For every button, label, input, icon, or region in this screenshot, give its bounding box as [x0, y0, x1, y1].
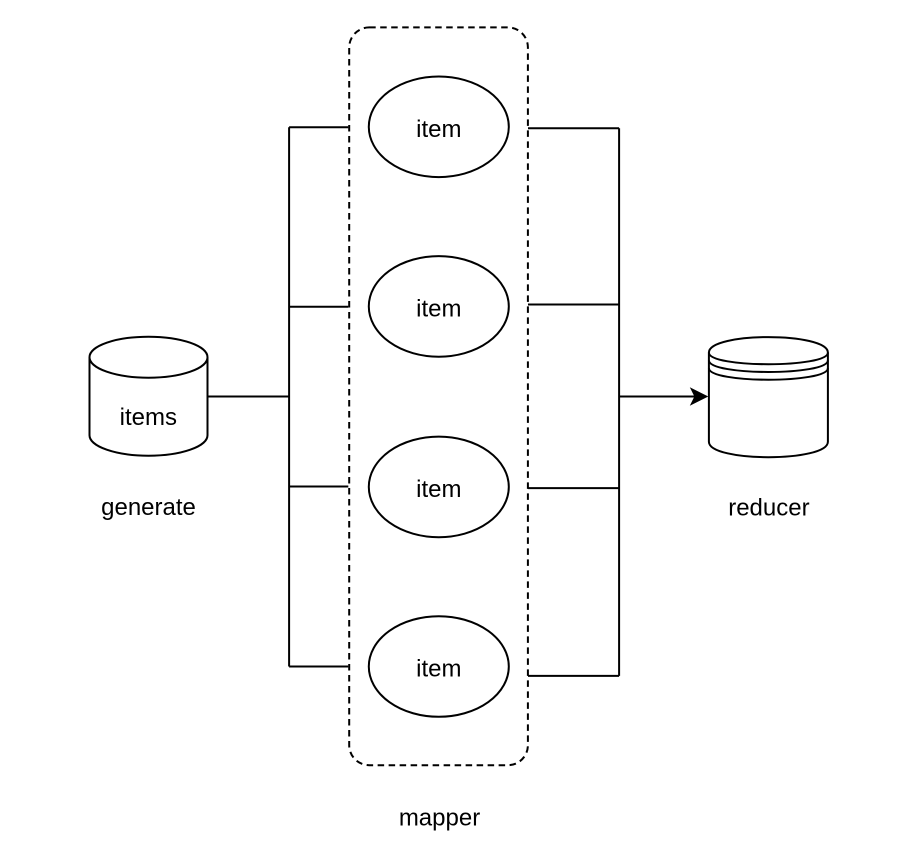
svg-text:item: item — [416, 476, 461, 503]
svg-text:mapper: mapper — [399, 805, 480, 832]
svg-text:items: items — [120, 404, 177, 431]
svg-text:reducer: reducer — [728, 494, 809, 521]
svg-text:item: item — [416, 116, 461, 143]
svg-text:item: item — [416, 295, 461, 322]
svg-text:item: item — [416, 656, 461, 683]
svg-text:generate: generate — [101, 494, 196, 521]
